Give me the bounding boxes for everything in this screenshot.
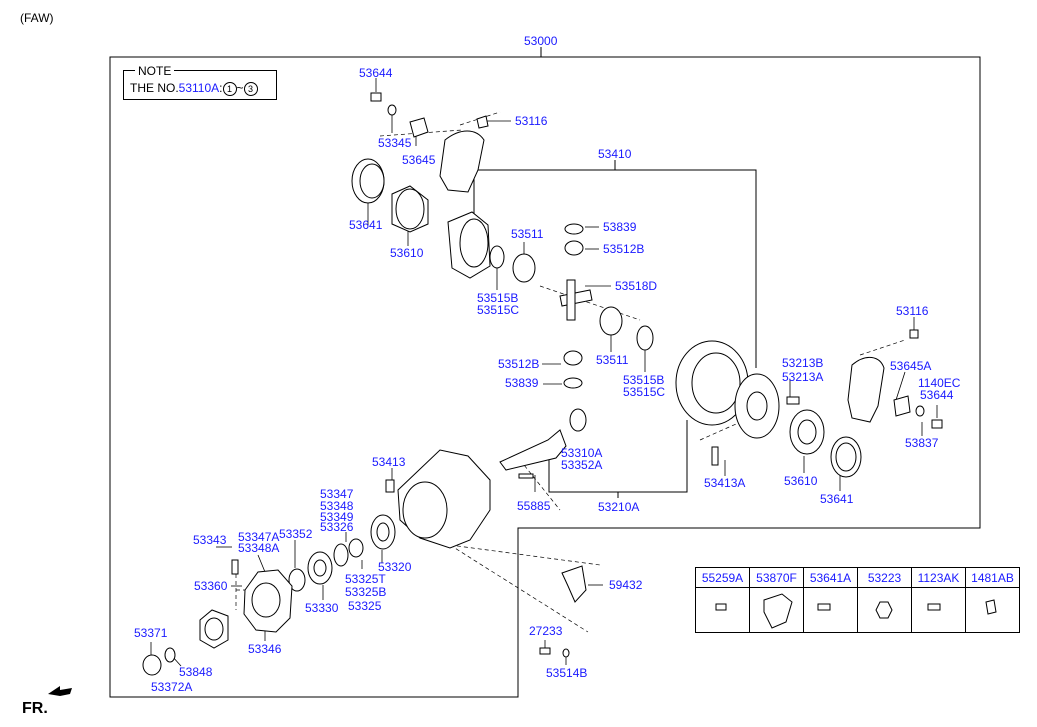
part-53348a[interactable]: 53348A: [238, 541, 280, 555]
part-53371[interactable]: 53371: [134, 626, 168, 640]
part-53213a[interactable]: 53213A: [782, 370, 824, 384]
note-circle-3: 3: [243, 81, 258, 96]
legend-icon-cell: [857, 587, 912, 633]
part-53514b[interactable]: 53514B: [546, 666, 588, 680]
parts-legend-table: 55259A 53870F 53641A 53223 1123AK 1481AB: [695, 567, 1020, 633]
part-53348[interactable]: 53348: [320, 499, 354, 513]
part-53326[interactable]: 53326: [320, 520, 354, 534]
part-53325b[interactable]: 53325B: [345, 585, 387, 599]
part-53511-bottom[interactable]: 53511: [596, 353, 629, 367]
part-53372a[interactable]: 53372A: [151, 680, 193, 694]
part-59432[interactable]: 59432: [609, 578, 643, 592]
part-53515c-top[interactable]: 53515C: [477, 303, 520, 317]
legend-icon-cell: [803, 587, 858, 633]
part-53213b[interactable]: 53213B: [782, 356, 824, 370]
part-53413[interactable]: 53413: [372, 455, 406, 469]
note-tilde: ~: [236, 81, 244, 95]
bolt-53644-top: [370, 92, 382, 102]
part-53515c-bottom[interactable]: 53515C: [623, 385, 666, 399]
assembly-53000-boundary: [109, 56, 981, 698]
part-53515b-top[interactable]: 53515B: [477, 291, 519, 305]
part-53349[interactable]: 53349: [320, 510, 354, 524]
note-ref-53110a[interactable]: 53110A: [178, 81, 220, 95]
part-53644-top[interactable]: 53644: [359, 66, 393, 80]
part-53310a[interactable]: 53310A: [561, 446, 603, 460]
part-53848[interactable]: 53848: [179, 665, 213, 679]
part-53641-right[interactable]: 53641: [820, 492, 854, 506]
part-53210a[interactable]: 53210A: [598, 500, 640, 514]
drive-pinion: [499, 429, 567, 471]
bearing-cap-left: [439, 130, 485, 193]
front-direction-label: FR.: [22, 700, 48, 717]
note-prefix: THE NO.: [130, 81, 179, 95]
part-53320[interactable]: 53320: [378, 560, 412, 574]
part-53839-bottom[interactable]: 53839: [505, 376, 539, 390]
part-53645a[interactable]: 53645A: [890, 359, 932, 373]
part-53345[interactable]: 53345: [378, 136, 412, 150]
part-55885[interactable]: 55885: [517, 499, 551, 513]
part-53511-top[interactable]: 53511: [511, 227, 544, 241]
legend-53223[interactable]: 53223: [857, 567, 912, 588]
part-53000[interactable]: 53000: [524, 34, 558, 48]
part-53325t[interactable]: 53325T: [345, 572, 386, 586]
note-box: [123, 70, 277, 100]
part-53839-top[interactable]: 53839: [603, 220, 637, 234]
part-53346[interactable]: 53346: [248, 642, 282, 656]
part-53610-left[interactable]: 53610: [390, 246, 424, 260]
part-53343[interactable]: 53343: [193, 533, 227, 547]
part-53116-top[interactable]: 53116: [515, 114, 548, 128]
part-53610-right[interactable]: 53610: [784, 474, 818, 488]
note-sep: :: [219, 81, 223, 95]
part-53360[interactable]: 53360: [194, 579, 228, 593]
part-27233[interactable]: 27233: [529, 624, 563, 638]
note-text: THE NO.53110A:1~3: [130, 81, 258, 96]
part-53645[interactable]: 53645: [402, 153, 436, 167]
part-53512b-top[interactable]: 53512B: [603, 242, 645, 256]
legend-55259a[interactable]: 55259A: [695, 567, 750, 588]
part-53644-right[interactable]: 53644: [920, 388, 954, 402]
note-circle-1: 1: [222, 81, 237, 96]
part-53641-left[interactable]: 53641: [349, 218, 383, 232]
legend-icon-cell: [965, 587, 1020, 633]
part-53413a[interactable]: 53413A: [704, 476, 746, 490]
part-53518d[interactable]: 53518D: [615, 279, 658, 293]
note-title: NOTE: [135, 64, 175, 78]
legend-1123ak[interactable]: 1123AK: [911, 567, 966, 588]
part-53837[interactable]: 53837: [905, 436, 939, 450]
part-1140ec[interactable]: 1140EC: [918, 376, 961, 390]
part-53116-right[interactable]: 53116: [896, 304, 929, 318]
legend-icon-cell: [749, 587, 804, 633]
variant-label: (FAW): [20, 11, 54, 25]
legend-icon-cell: [695, 587, 750, 633]
legend-53641a[interactable]: 53641A: [803, 567, 858, 588]
part-53347[interactable]: 53347: [320, 487, 354, 501]
part-53410[interactable]: 53410: [598, 147, 632, 161]
part-53330[interactable]: 53330: [305, 601, 339, 615]
legend-53870f[interactable]: 53870F: [749, 567, 804, 588]
part-53347a[interactable]: 53347A: [238, 530, 280, 544]
legend-1481ab[interactable]: 1481AB: [965, 567, 1020, 588]
part-53512b-bottom[interactable]: 53512B: [498, 357, 540, 371]
part-53515b-bottom[interactable]: 53515B: [623, 373, 665, 387]
legend-icon-cell: [911, 587, 966, 633]
part-53352[interactable]: 53352: [279, 527, 313, 541]
part-53325[interactable]: 53325: [348, 599, 382, 613]
bracket-59432: [561, 565, 587, 603]
front-arrow-icon: [48, 686, 72, 696]
part-53352a[interactable]: 53352A: [561, 458, 603, 472]
